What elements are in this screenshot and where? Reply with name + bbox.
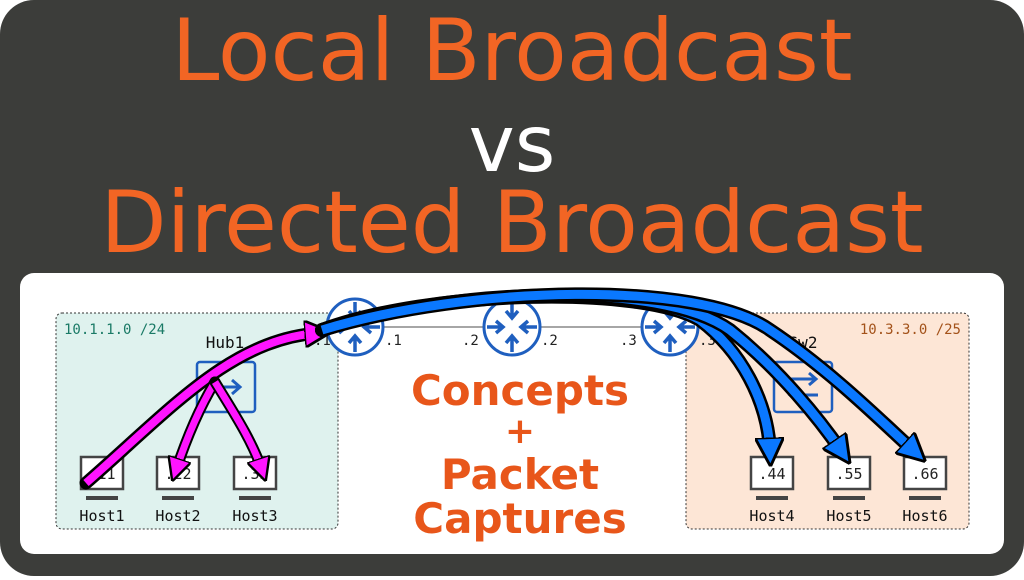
r1-right-if-label: .1 <box>385 333 402 349</box>
hub-label: Hub1 <box>206 333 245 352</box>
host-name: Host2 <box>155 507 200 525</box>
center-plus: + <box>504 411 536 452</box>
host-6: .66 Host6 <box>902 455 948 525</box>
r2-right-if-label: .2 <box>541 333 558 349</box>
title-line-3: Directed Broadcast <box>100 173 924 273</box>
local-arrow-to-host3 <box>212 380 262 470</box>
center-line-captures: Captures <box>413 494 627 543</box>
left-network-label: 10.1.1.0 /24 <box>64 322 165 338</box>
host-keyboard-icon <box>86 496 118 500</box>
host-name: Host5 <box>826 507 871 525</box>
local-arrow-to-router <box>83 333 318 487</box>
host-keyboard-icon <box>909 496 941 500</box>
host-keyboard-icon <box>833 496 865 500</box>
host-address: .55 <box>835 465 862 483</box>
center-line-concepts: Concepts <box>410 366 630 415</box>
center-line-packet: Packet <box>440 450 600 499</box>
title-line-1: Local Broadcast <box>171 1 853 101</box>
directed-arrow-to-host6 <box>320 289 915 452</box>
host-name: Host3 <box>232 507 277 525</box>
host-name: Host1 <box>79 507 124 525</box>
r3-left-if-label: .3 <box>620 333 637 349</box>
router-2-icon <box>482 297 542 357</box>
host-keyboard-icon <box>239 496 271 500</box>
host-address: .44 <box>758 465 785 483</box>
local-arrow-to-host2 <box>176 380 218 470</box>
host-name: Host4 <box>749 507 794 525</box>
local-broadcast-arrows <box>79 333 318 490</box>
right-network-label: 10.3.3.0 /25 <box>860 322 961 338</box>
host-keyboard-icon <box>162 496 194 500</box>
r2-left-if-label: .2 <box>462 333 479 349</box>
title-line-2: vs <box>468 100 556 190</box>
host-address: .66 <box>911 465 938 483</box>
host-keyboard-icon <box>756 496 788 500</box>
directed-broadcast-arrows <box>315 287 915 452</box>
host-name: Host6 <box>902 507 947 525</box>
